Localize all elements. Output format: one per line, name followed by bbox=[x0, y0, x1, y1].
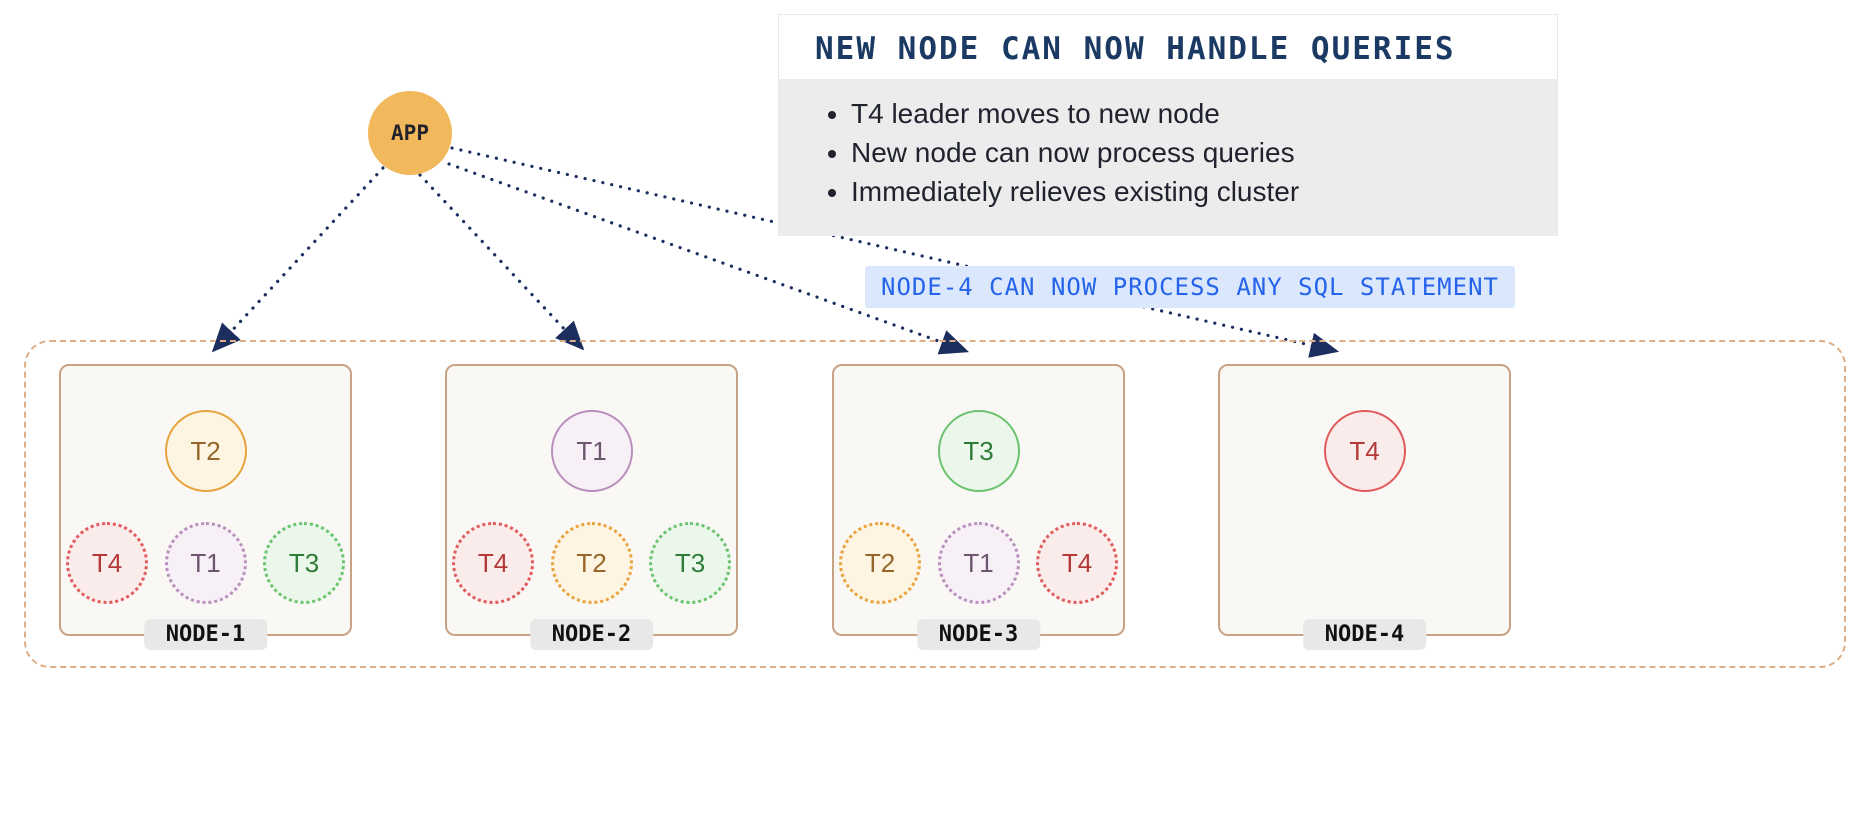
node-label: NODE-1 bbox=[143, 619, 268, 650]
leader-tablet: T2 bbox=[164, 410, 247, 492]
node-label: NODE-3 bbox=[916, 619, 1041, 650]
cluster-container: T2 T4 T1 T3 NODE-1 T1 T4 T2 T3 NODE-2 T3… bbox=[24, 340, 1846, 668]
node-box-1: T2 T4 T1 T3 NODE-1 bbox=[59, 364, 352, 650]
leader-slot: T1 bbox=[447, 410, 736, 492]
leader-slot: T3 bbox=[834, 410, 1123, 492]
leader-tablet: T1 bbox=[550, 410, 633, 492]
replica-tablet: T4 bbox=[1036, 522, 1118, 604]
node-label: NODE-4 bbox=[1302, 619, 1427, 650]
replica-tablet: T1 bbox=[937, 522, 1020, 604]
replica-tablet: T4 bbox=[452, 522, 534, 604]
replica-row: T4 T2 T3 bbox=[447, 522, 736, 604]
replica-tablet: T3 bbox=[649, 522, 731, 604]
leader-slot: T4 bbox=[1220, 410, 1509, 492]
info-box: NEW NODE CAN NOW HANDLE QUERIES T4 leade… bbox=[778, 14, 1558, 236]
info-box-title: NEW NODE CAN NOW HANDLE QUERIES bbox=[815, 31, 1456, 67]
bullet-item: T4 leader moves to new node bbox=[851, 98, 1531, 130]
replica-tablet: T4 bbox=[66, 522, 148, 604]
arrow-app-to-node1 bbox=[211, 166, 385, 353]
replica-tablet: T2 bbox=[550, 522, 633, 604]
leader-slot: T2 bbox=[61, 410, 350, 492]
node-label: NODE-2 bbox=[529, 619, 654, 650]
leader-tablet: T3 bbox=[937, 410, 1020, 492]
replica-row: T2 T1 T4 bbox=[834, 522, 1123, 604]
leader-tablet: T4 bbox=[1323, 410, 1406, 492]
replica-tablet: T3 bbox=[263, 522, 345, 604]
bullet-item: Immediately relieves existing cluster bbox=[851, 176, 1531, 208]
app-label: APP bbox=[391, 121, 429, 145]
node-box-4: T4 NODE-4 bbox=[1218, 364, 1511, 650]
replica-tablet: T2 bbox=[839, 522, 921, 604]
app-node: APP bbox=[368, 91, 452, 175]
bullet-item: New node can now process queries bbox=[851, 137, 1531, 169]
node-box-3: T3 T2 T1 T4 NODE-3 bbox=[832, 364, 1125, 650]
callout-label: NODE-4 CAN NOW PROCESS ANY SQL STATEMENT bbox=[865, 266, 1515, 308]
replica-tablet: T1 bbox=[164, 522, 247, 604]
replica-row: T4 T1 T3 bbox=[61, 522, 350, 604]
arrow-app-to-node2 bbox=[418, 173, 585, 351]
info-box-bullets: T4 leader moves to new node New node can… bbox=[779, 79, 1557, 235]
node-box-2: T1 T4 T2 T3 NODE-2 bbox=[445, 364, 738, 650]
